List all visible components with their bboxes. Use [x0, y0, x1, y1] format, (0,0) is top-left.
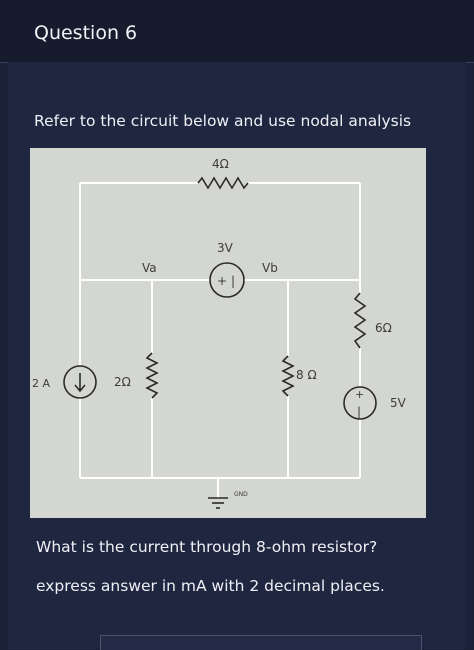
r-top-label: 4Ω	[212, 157, 229, 171]
vsrc-right-plus-sign: +	[355, 388, 364, 401]
question-header: Question 6	[0, 0, 474, 63]
isrc-label: 2 A	[32, 377, 50, 390]
question-prompt: Refer to the circuit below and use nodal…	[34, 112, 412, 130]
r-mid-label: 8 Ω	[296, 368, 317, 382]
node-b-label: Vb	[262, 261, 278, 275]
question-title: Question 6	[34, 22, 138, 44]
circuit-diagram: + | + | 4Ω 3V Va Vb 2 A 2Ω 8 Ω 6Ω 5V GND	[32, 157, 407, 509]
answer-input[interactable]	[100, 635, 422, 650]
node-a-label: Va	[142, 261, 157, 275]
ground-label: GND	[234, 491, 248, 498]
vsrc-mid-plus-sign: +	[217, 274, 227, 288]
vsrc-mid-minus-sign: |	[231, 274, 235, 288]
question-line-2: express answer in mA with 2 decimal plac…	[36, 577, 385, 595]
circuit-wires	[79, 182, 361, 498]
question-line-1: What is the current through 8-ohm resist…	[36, 538, 378, 556]
vsrc-right-minus-sign: |	[357, 405, 361, 419]
circuit-figure: + | + | 4Ω 3V Va Vb 2 A 2Ω 8 Ω 6Ω 5V GND	[30, 148, 426, 518]
r-left-label: 2Ω	[114, 375, 131, 389]
vsrc-right-label: 5V	[390, 396, 407, 410]
vsrc-mid-label: 3V	[217, 241, 234, 255]
r-right-label: 6Ω	[375, 321, 392, 335]
circuit-components	[63, 176, 377, 509]
